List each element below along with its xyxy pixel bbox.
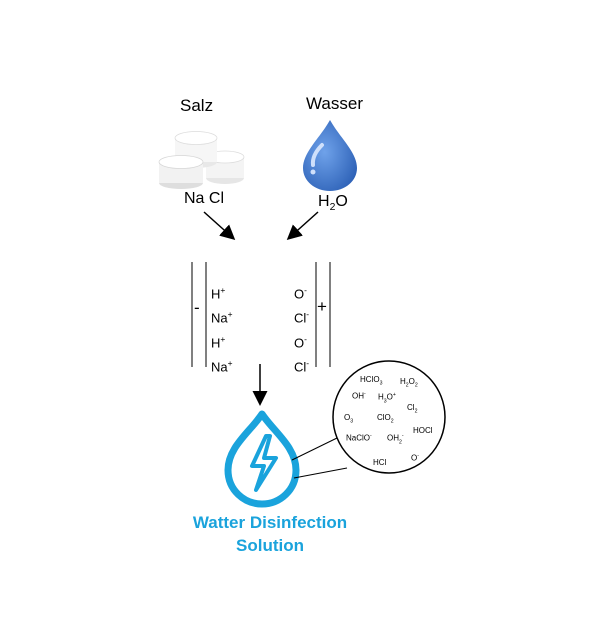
ion-item: H+ [211, 333, 226, 350]
molecule-label: ClO2 [377, 413, 394, 425]
salt-arrow [203, 211, 236, 241]
water-label: Wasser [306, 94, 363, 113]
ion-item: Cl- [294, 357, 310, 375]
molecule-label: NaClO- [346, 433, 372, 443]
molecule-label: OH- [352, 391, 366, 401]
ion-item: O- [294, 285, 307, 302]
molecule-label: O3 [344, 413, 354, 425]
ion-item: Na+ [211, 309, 233, 326]
ion-item: Na+ [211, 357, 233, 375]
output-title-line1: Watter Disinfection [192, 513, 348, 532]
zoom-connector-top [291, 437, 338, 461]
molecule-label: HClO3 [360, 375, 383, 387]
salt-label: Salz [180, 96, 214, 115]
cation-list: H+ Na+ H+ Na+ [211, 280, 233, 377]
positive-electrode-sign: + [317, 297, 327, 316]
molecule-label: HOCl [413, 426, 433, 435]
molecule-label: O- [411, 453, 419, 463]
molecule-label: OH2- [387, 433, 404, 446]
molecule-label: H2O2 [400, 377, 418, 389]
molecule-zoom-circle [332, 360, 446, 474]
molecule-label: HCl [373, 458, 387, 467]
salt-tablets-icon [158, 131, 245, 189]
water-formula: H2O [318, 193, 348, 214]
salt-formula: Na Cl [184, 190, 225, 207]
negative-electrode-sign: - [194, 298, 200, 317]
ion-item: O- [294, 333, 307, 350]
water-arrow [286, 211, 319, 241]
zoom-connector-bottom [293, 467, 348, 479]
anion-list: O- Cl- O- Cl- [294, 280, 309, 377]
water-drop-icon [303, 120, 357, 191]
molecule-label: Cl2 [407, 403, 418, 415]
output-title-line2: Solution [236, 536, 304, 555]
ion-item: H+ [211, 285, 226, 302]
molecule-label: H3O+ [378, 392, 396, 405]
lightning-drop-icon [224, 410, 300, 508]
electrolysis-cell [191, 262, 331, 367]
ion-item: Cl- [294, 309, 310, 326]
